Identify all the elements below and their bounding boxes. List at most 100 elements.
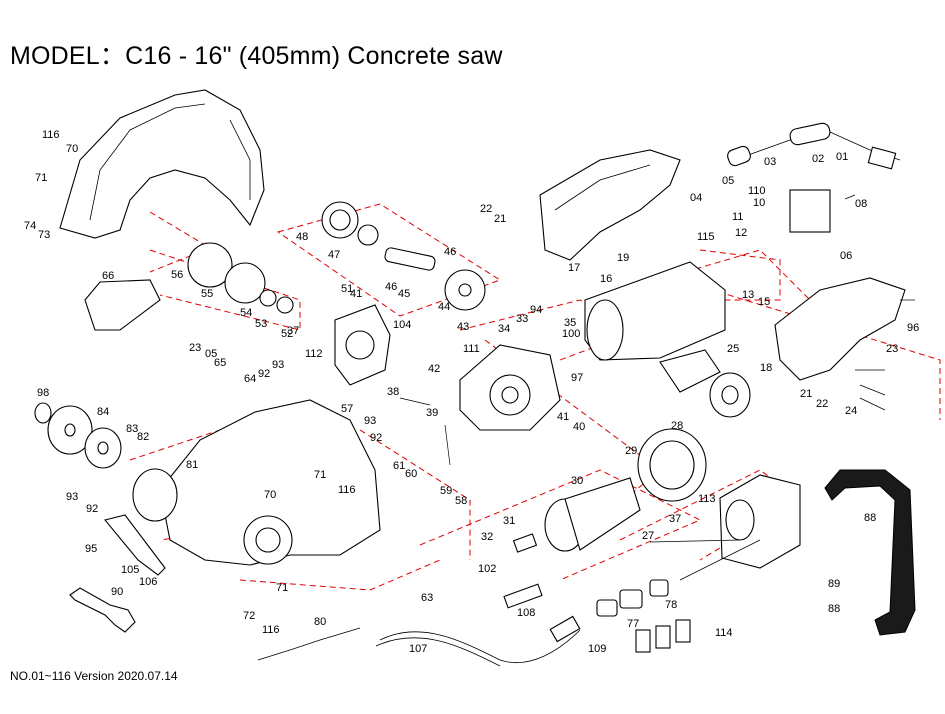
part-label-p92c: 92 xyxy=(86,503,98,515)
part-label-p27: 27 xyxy=(642,530,654,542)
part-label-p70b: 70 xyxy=(264,489,276,501)
part-label-p104: 104 xyxy=(393,319,411,331)
part-label-p38: 38 xyxy=(387,386,399,398)
part-label-p112: 112 xyxy=(305,348,323,360)
part-label-p63: 63 xyxy=(421,592,433,604)
version-footer: NO.01~116 Version 2020.07.14 xyxy=(10,669,178,683)
part-label-p56: 56 xyxy=(171,269,183,281)
part-label-p23a: 23 xyxy=(189,342,201,354)
part-label-p13: 13 xyxy=(742,289,754,301)
part-number-labels: 0102030405050608101112131516171819212122… xyxy=(24,129,919,655)
adjustment-bracket xyxy=(104,514,166,576)
part-label-p12: 12 xyxy=(735,227,747,239)
part-label-p19: 19 xyxy=(617,252,629,264)
part-label-p78: 78 xyxy=(665,599,677,611)
upper-blade-guard xyxy=(59,89,265,239)
part-label-p30: 30 xyxy=(571,475,583,487)
part-label-p23b: 23 xyxy=(886,343,898,355)
gear-housing xyxy=(459,344,561,431)
bearing-set xyxy=(321,201,436,271)
part-label-p82: 82 xyxy=(137,431,149,443)
part-label-p39: 39 xyxy=(426,407,438,419)
part-label-p33: 33 xyxy=(516,313,528,325)
part-label-p45: 45 xyxy=(398,288,410,300)
part-label-p95: 95 xyxy=(85,543,97,555)
page-title: MODEL：C16 - 16" (405mm) Concrete saw xyxy=(10,42,503,70)
part-label-p46b: 46 xyxy=(385,281,397,293)
part-label-p28: 28 xyxy=(671,420,683,432)
part-label-p10: 10 xyxy=(753,197,765,209)
water-fittings xyxy=(596,579,669,617)
field-stator xyxy=(719,474,801,569)
part-label-p37b: 37 xyxy=(669,513,681,525)
part-label-p88a: 88 xyxy=(864,512,876,524)
part-label-p81: 81 xyxy=(186,459,198,471)
part-label-p71c: 71 xyxy=(276,582,288,594)
part-label-p53: 53 xyxy=(255,318,267,330)
part-label-p77: 77 xyxy=(627,618,639,630)
switch-box xyxy=(789,189,831,233)
part-label-p110: 110 xyxy=(748,185,766,197)
part-label-p34: 34 xyxy=(498,323,510,335)
screw-marks xyxy=(399,194,915,581)
part-label-p83: 83 xyxy=(126,423,138,435)
part-label-p18: 18 xyxy=(760,362,772,374)
part-label-p107: 107 xyxy=(409,643,427,655)
part-label-p111: 111 xyxy=(463,343,480,355)
part-label-p94: 94 xyxy=(530,304,542,316)
rear-handle-housing xyxy=(539,149,681,261)
part-label-p92a: 92 xyxy=(258,368,270,380)
water-hose xyxy=(375,583,581,667)
part-label-p73: 73 xyxy=(38,229,50,241)
front-handle-housing xyxy=(774,277,906,381)
armature xyxy=(512,477,641,553)
part-label-p41b: 41 xyxy=(557,411,569,423)
part-label-p22a: 22 xyxy=(480,203,492,215)
part-label-p21a: 21 xyxy=(494,213,506,225)
part-label-p71a: 71 xyxy=(35,172,47,184)
part-label-p29: 29 xyxy=(625,445,637,457)
motor-housing xyxy=(584,261,726,361)
part-label-p105: 105 xyxy=(121,564,139,576)
part-label-p59: 59 xyxy=(440,485,452,497)
part-label-p43: 43 xyxy=(457,321,469,333)
part-label-p114: 114 xyxy=(715,627,733,639)
part-label-p74: 74 xyxy=(24,220,36,232)
part-label-p71b: 71 xyxy=(314,469,326,481)
part-label-p106: 106 xyxy=(139,576,157,588)
part-label-p93b: 93 xyxy=(364,415,376,427)
brush-holders xyxy=(635,619,691,653)
part-label-p04: 04 xyxy=(690,192,702,204)
part-label-p32: 32 xyxy=(481,531,493,543)
dust-port xyxy=(84,279,161,331)
part-label-p61: 61 xyxy=(393,460,405,472)
part-label-p31: 31 xyxy=(503,515,515,527)
part-label-p115: 115 xyxy=(697,231,715,243)
part-label-p92b: 92 xyxy=(370,432,382,444)
part-label-p55: 55 xyxy=(201,288,213,300)
part-label-p66: 66 xyxy=(102,270,114,282)
part-label-p89: 89 xyxy=(828,578,840,590)
part-label-p65: 65 xyxy=(214,357,226,369)
part-label-p88b: 88 xyxy=(828,603,840,615)
gear xyxy=(444,269,486,311)
part-label-p37a: 37 xyxy=(287,325,299,337)
part-label-p58: 58 xyxy=(455,495,467,507)
part-label-p96: 96 xyxy=(907,322,919,334)
wheel-assembly xyxy=(659,349,751,418)
part-label-p113: 113 xyxy=(698,493,716,505)
part-label-p40: 40 xyxy=(573,421,585,433)
part-label-p46a: 46 xyxy=(444,246,456,258)
part-label-p41a: 41 xyxy=(350,288,362,300)
part-label-p100: 100 xyxy=(562,328,580,340)
part-label-p60: 60 xyxy=(405,468,417,480)
part-label-p51: 51 xyxy=(341,283,353,295)
part-label-p42: 42 xyxy=(428,363,440,375)
part-label-p109: 109 xyxy=(588,643,606,655)
bearing-plate xyxy=(334,304,391,386)
part-label-p21b: 21 xyxy=(800,388,812,400)
part-label-p52: 52 xyxy=(281,328,293,340)
part-label-p15: 15 xyxy=(758,296,770,308)
